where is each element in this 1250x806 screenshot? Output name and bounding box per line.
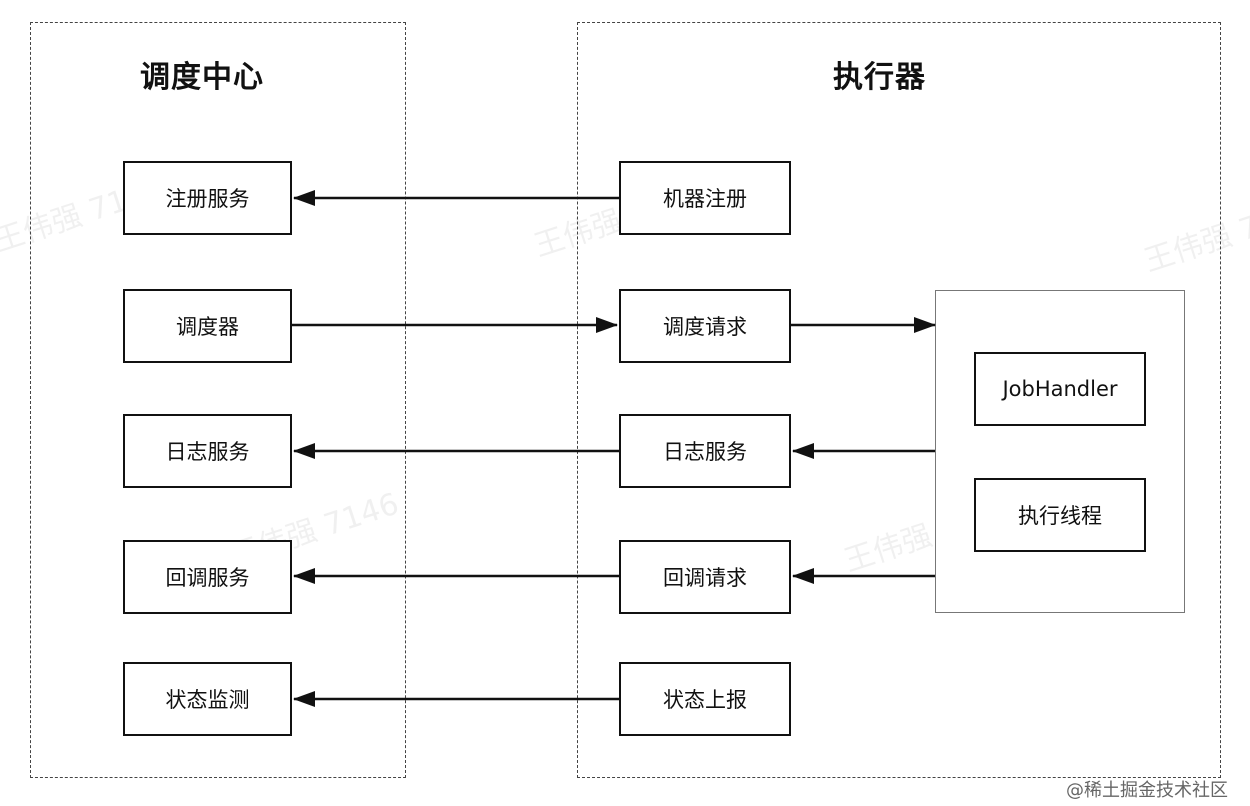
executor-machine-register-node: 机器注册: [619, 161, 791, 235]
scheduler-register-service-node: 注册服务: [123, 161, 292, 235]
executor-status-report-node: 状态上报: [619, 662, 791, 736]
scheduler-dispatcher-node: 调度器: [123, 289, 292, 363]
executor-group-title: 执行器: [833, 60, 926, 95]
scheduler-status-monitor-node: 状态监测: [123, 662, 292, 736]
executor-dispatch-request-node: 调度请求: [619, 289, 791, 363]
scheduler-group-title: 调度中心: [140, 60, 264, 95]
executor-callback-request-node: 回调请求: [619, 540, 791, 614]
footer-credit: @稀土掘金技术社区: [1066, 780, 1228, 801]
exec-thread-node: 执行线程: [974, 478, 1146, 552]
executor-log-service-node: 日志服务: [619, 414, 791, 488]
scheduler-callback-service-node: 回调服务: [123, 540, 292, 614]
scheduler-log-service-node: 日志服务: [123, 414, 292, 488]
scheduler-group: [30, 22, 406, 778]
job-thread-group: [935, 290, 1185, 613]
job-handler-node: JobHandler: [974, 352, 1146, 426]
executor-group: [577, 22, 1221, 778]
